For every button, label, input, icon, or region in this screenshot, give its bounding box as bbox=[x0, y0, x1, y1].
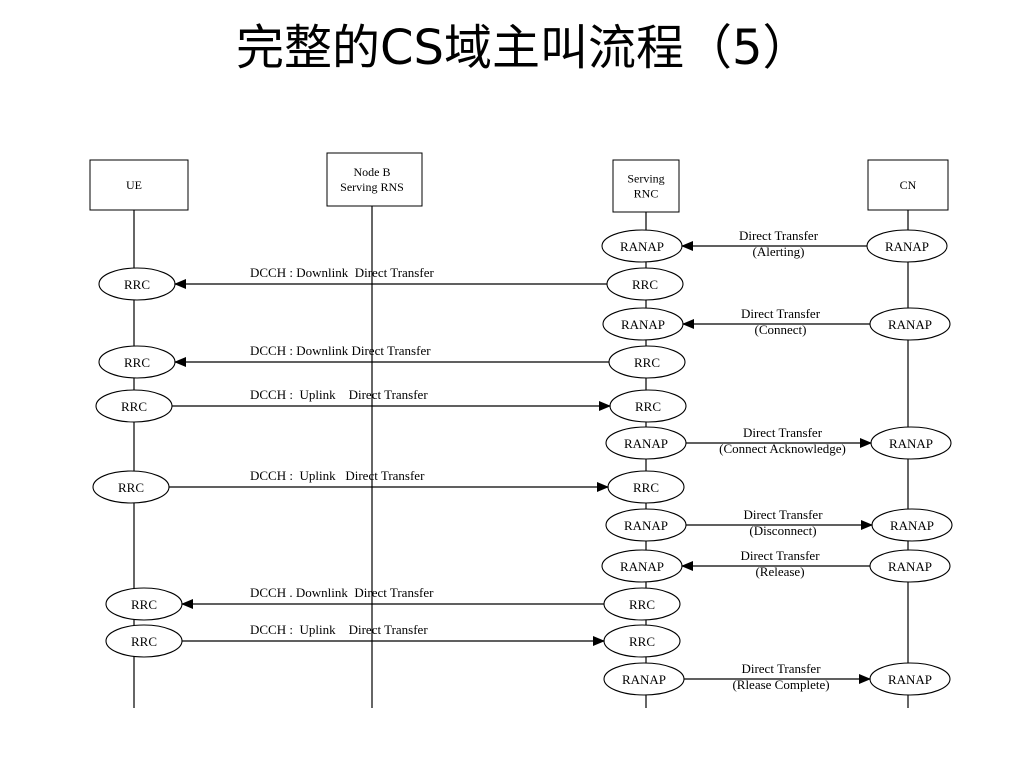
message-2: RRC RRC DCCH : Downlink Direct Transfer bbox=[98, 265, 684, 301]
message-sublabel: (Rlease Complete) bbox=[732, 677, 829, 692]
participant-ue: UE bbox=[89, 159, 189, 211]
ranap-label-source: RANAP bbox=[888, 559, 932, 574]
ranap-label-source: RANAP bbox=[624, 518, 668, 533]
participant-box-cn bbox=[867, 159, 949, 211]
message-11: RRC RRC DCCH : Uplink Direct Transfer bbox=[105, 622, 681, 658]
message-9: RANAP RANAP Direct Transfer(Release) bbox=[601, 548, 951, 583]
rrc-label-target: RRC bbox=[131, 597, 157, 612]
message-label: Direct Transfer bbox=[740, 548, 820, 563]
message-label: Direct Transfer bbox=[741, 661, 821, 676]
message-1: RANAP RANAP Direct Transfer(Alerting) bbox=[601, 228, 948, 263]
ranap-label-source: RANAP bbox=[622, 672, 666, 687]
rrc-label-target: RRC bbox=[629, 634, 655, 649]
message-sublabel: (Disconnect) bbox=[749, 523, 816, 538]
message-label: Direct Transfer bbox=[739, 228, 819, 243]
participant-box-srnc bbox=[612, 159, 680, 213]
message-label: Direct Transfer bbox=[743, 425, 823, 440]
rrc-label-source: RRC bbox=[121, 399, 147, 414]
ranap-label-source: RANAP bbox=[624, 436, 668, 451]
rrc-label-source: RRC bbox=[632, 277, 658, 292]
rrc-label-source: RRC bbox=[131, 634, 157, 649]
message-7: RRC RRC DCCH : Uplink Direct Transfer bbox=[92, 468, 685, 504]
rrc-label-target: RRC bbox=[635, 399, 661, 414]
message-6: RANAP RANAP Direct Transfer(Connect Acknow… bbox=[605, 425, 952, 460]
ranap-label-target: RANAP bbox=[889, 436, 933, 451]
message-label: Direct Transfer bbox=[743, 507, 823, 522]
rrc-label-target: RRC bbox=[124, 277, 150, 292]
message-10: RRC RRC DCCH . Downlink Direct Transfer bbox=[105, 585, 681, 621]
message-label: DCCH . Downlink Direct Transfer bbox=[250, 585, 434, 600]
participant-box-nodeb bbox=[326, 152, 423, 207]
participant-label-nodeb: Node B bbox=[354, 165, 391, 179]
message-12: RANAP RANAP Direct Transfer(Rlease Complet… bbox=[603, 661, 951, 696]
message-8: RANAP RANAP Direct Transfer(Disconnect) bbox=[605, 507, 953, 542]
message-label: DCCH : Uplink Direct Transfer bbox=[250, 468, 425, 483]
message-5: RRC RRC DCCH : Uplink Direct Transfer bbox=[95, 387, 687, 423]
participant-label-ue: UE bbox=[126, 178, 142, 192]
message-sublabel: (Release) bbox=[755, 564, 804, 579]
rrc-label-source: RRC bbox=[629, 597, 655, 612]
participant-cn: CN bbox=[867, 159, 949, 211]
participant-label-srnc: Serving bbox=[627, 172, 664, 186]
message-label: DCCH : Uplink Direct Transfer bbox=[250, 387, 428, 402]
rrc-label-target: RRC bbox=[633, 480, 659, 495]
message-sublabel: (Connect) bbox=[755, 322, 807, 337]
slide-title: 完整的CS域主叫流程（5） bbox=[236, 20, 811, 76]
participant-label-srnc: RNC bbox=[634, 187, 659, 201]
participant-box-ue bbox=[89, 159, 189, 211]
message-label: DCCH : Downlink Direct Transfer bbox=[250, 265, 434, 280]
message-4: RRC RRC DCCH : Downlink Direct Transfer bbox=[98, 343, 686, 379]
ranap-label-target: RANAP bbox=[890, 518, 934, 533]
message-label: Direct Transfer bbox=[741, 306, 821, 321]
message-sublabel: (Alerting) bbox=[753, 244, 805, 259]
rrc-label-target: RRC bbox=[124, 355, 150, 370]
ranap-label-target: RANAP bbox=[621, 317, 665, 332]
ranap-label-target: RANAP bbox=[620, 559, 664, 574]
message-sublabel: (Connect Acknowledge) bbox=[719, 441, 846, 456]
ranap-label-target: RANAP bbox=[620, 239, 664, 254]
message-label: DCCH : Downlink Direct Transfer bbox=[250, 343, 431, 358]
participant-label-nodeb: Serving RNS bbox=[340, 180, 404, 194]
rrc-label-source: RRC bbox=[634, 355, 660, 370]
participant-label-cn: CN bbox=[900, 178, 917, 192]
message-label: DCCH : Uplink Direct Transfer bbox=[250, 622, 428, 637]
ranap-label-target: RANAP bbox=[888, 672, 932, 687]
ranap-label-source: RANAP bbox=[885, 239, 929, 254]
ranap-label-source: RANAP bbox=[888, 317, 932, 332]
message-3: RANAP RANAP Direct Transfer(Connect) bbox=[602, 306, 951, 341]
rrc-label-source: RRC bbox=[118, 480, 144, 495]
